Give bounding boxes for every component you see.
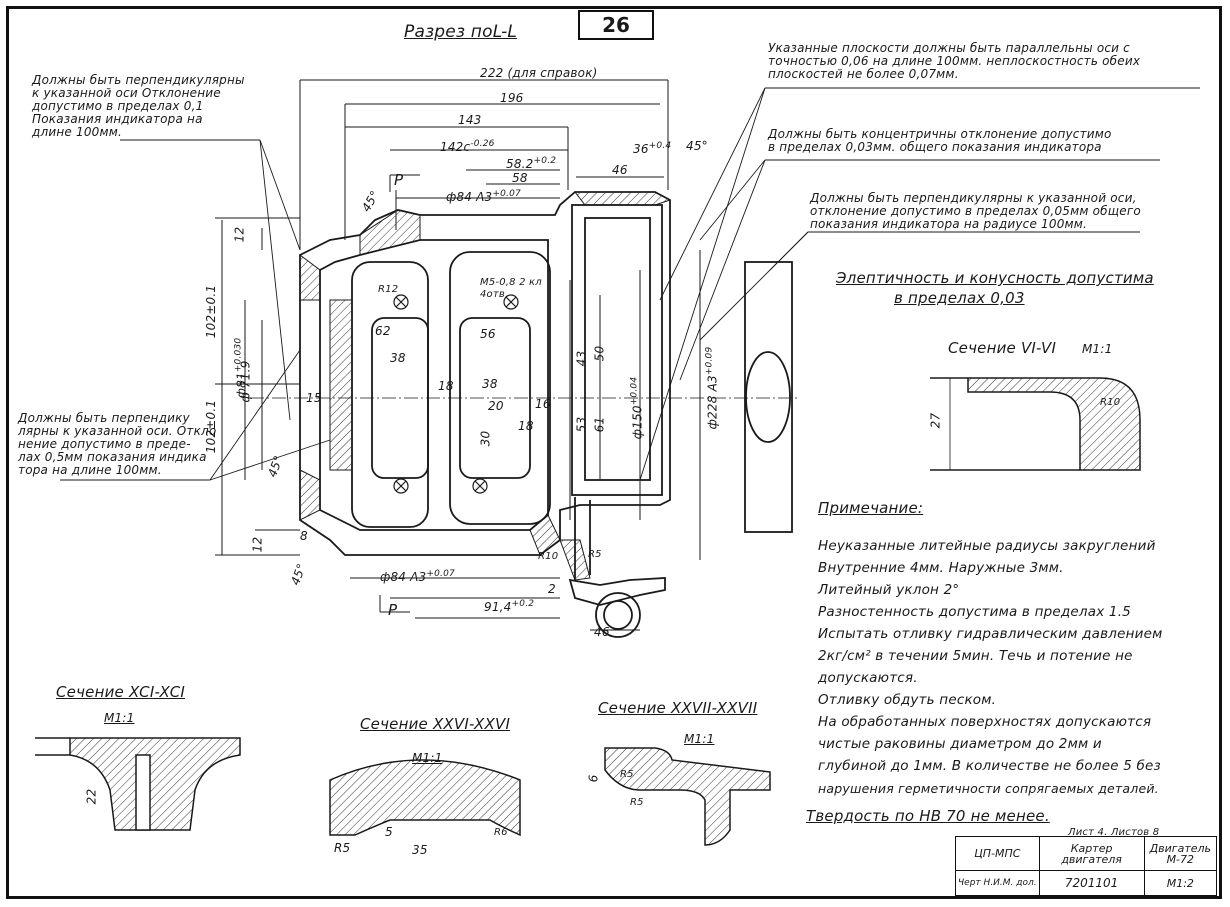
dim-16: 16: [535, 397, 551, 411]
section-vi-scale: М1:1: [1082, 342, 1113, 356]
dim-62: 62: [375, 324, 391, 338]
section-xci-dim-22: 22: [84, 788, 99, 805]
title-block: ЦП-МПС Картер двигателя Двигатель М-72 Ч…: [955, 836, 1218, 896]
dim-d71-9: ф 71.9: [238, 360, 253, 403]
dim-143: 143: [458, 113, 482, 127]
dim-d84-top: ф84 А3+0.07: [446, 189, 521, 204]
note-line: На обработанных поверхностях допускаются: [818, 714, 1152, 730]
note-line: Отливку обдуть песком.: [818, 692, 997, 708]
dim-58: 58: [512, 171, 528, 185]
section-xxvii-dim-6: 6: [586, 774, 601, 783]
dim-46-top: 46: [612, 163, 628, 177]
section-xxvi-title: Сечение XXVI-XXVI: [360, 715, 511, 733]
angle-45-top: 45°: [686, 139, 708, 153]
note-perpendicular-right: Должны быть перпендикулярны к указанной …: [810, 191, 1141, 231]
dim-30: 30: [478, 430, 493, 447]
dim-38-b: 38: [482, 377, 498, 391]
dim-20: 20: [488, 399, 504, 413]
section-vi-radius: R10: [1100, 397, 1121, 408]
dim-8: 8: [300, 529, 308, 543]
note-perpendicular-top-left: Должны быть перпендикулярны к указанной …: [32, 73, 245, 139]
section-xxvi-r5: R5: [334, 841, 351, 855]
note-line: Испытать отливку гидравлическим давление…: [818, 626, 1163, 642]
section-marker-top: Р: [394, 171, 404, 189]
dim-61: 61: [592, 416, 607, 433]
note-perpendicular-mid-left: Должны быть перпендику лярны к указанной…: [18, 411, 217, 477]
notes-heading: Примечание:: [818, 499, 924, 517]
callout-m5-thread: М5-0,8 2 кл: [480, 277, 542, 288]
note-parallel: Указанные плоскости должны быть параллел…: [768, 41, 1141, 81]
title-block-scale: М1:2: [1143, 870, 1218, 896]
dim-38-a: 38: [390, 351, 406, 365]
note-line: чистые раковины диаметром до 2мм и: [818, 736, 1102, 752]
section-xxvi-r6: R6: [494, 827, 508, 838]
note-line: глубиной до 1мм. В количестве не более 5…: [818, 758, 1161, 774]
dim-43: 43: [574, 350, 589, 367]
note-ellipticity-line2: в пределах 0,03: [894, 289, 1025, 307]
dim-102-top: 102±0.1: [204, 284, 219, 339]
dim-58-2: 58.2+0.2: [506, 156, 557, 171]
note-line: Внутренние 4мм. Наружные 3мм.: [818, 560, 1064, 576]
section-xxvii-r5-a: R5: [620, 769, 634, 780]
title-block-part: Картер двигателя: [1038, 836, 1145, 871]
main-view-title: Разрез поL-L: [404, 22, 518, 42]
section-xxvi-dim-5: 5: [385, 825, 393, 839]
note-ellipticity-line1: Элептичность и конусность допустима: [836, 269, 1154, 287]
section-xxvii-r5-b: R5: [630, 797, 644, 808]
dim-50: 50: [592, 345, 607, 362]
note-line: нарушения герметичности сопрягаемых дета…: [818, 781, 1159, 796]
note-line: Неуказанные литейные радиусы закруглений: [818, 538, 1156, 554]
dim-91-4: 91,4+0.2: [484, 599, 535, 614]
note-line: допускаются.: [818, 670, 918, 686]
sheet-count: Лист 4. Листов 8: [1068, 827, 1160, 838]
section-xxvi-dim-35: 35: [412, 843, 428, 857]
note-concentric: Должны быть концентричны отклонение допу…: [768, 127, 1112, 154]
dim-d150: ф150+0.04: [629, 376, 645, 440]
section-xxvii-title: Сечение XXVII-XXVII: [598, 699, 758, 717]
dim-2: 2: [548, 582, 556, 596]
dim-222: 222 (для справок): [480, 66, 598, 80]
sheet-number: 26: [578, 10, 654, 40]
section-vi-dim-27: 27: [928, 412, 943, 429]
callout-m5-count: 4отв.: [480, 289, 509, 300]
title-block-drawing-no: 7201101: [1038, 870, 1145, 896]
section-xci-title: Сечение XCI-XCI: [56, 683, 186, 701]
dim-142: 142с-0.26: [440, 139, 495, 154]
dim-46-bot: 46: [594, 625, 610, 639]
radius-r10: R10: [538, 551, 559, 562]
note-line: Литейный уклон 2°: [818, 582, 960, 598]
section-marker-bottom: Р: [388, 601, 398, 619]
dim-d84-bot: ф84 А3+0.07: [380, 569, 455, 584]
title-block-product: Двигатель М-72: [1143, 836, 1218, 871]
note-line: 2кг/см² в течении 5мин. Течь и потение н…: [818, 648, 1133, 664]
hardness-note: Твердость по НВ 70 не менее.: [806, 807, 1050, 825]
radius-r5: R5: [588, 549, 602, 560]
section-vi-title: Сечение VI-VI: [948, 339, 1057, 357]
notes-list: Неуказанные литейные радиусы закруглений…: [818, 538, 1218, 795]
dim-12-top: 12: [232, 226, 247, 243]
title-block-row-label: Черт Н.И.М. дол.: [955, 870, 1040, 896]
title-block-org: ЦП-МПС: [955, 836, 1040, 871]
section-xxvii-scale: М1:1: [684, 732, 715, 746]
dim-196: 196: [500, 91, 524, 105]
note-line: Разностенность допустима в пределах 1.5: [818, 604, 1131, 620]
dim-12-bot: 12: [250, 536, 265, 553]
drawing-sheet-border: [6, 6, 1222, 899]
section-xxvi-scale: М1:1: [412, 751, 443, 765]
dim-56: 56: [480, 327, 496, 341]
section-xci-scale: М1:1: [104, 711, 135, 725]
dim-15: 15: [306, 391, 322, 405]
dim-d228: ф228 А3+0.09: [704, 346, 720, 430]
dim-18-a: 18: [438, 379, 454, 393]
dim-18-b: 18: [518, 419, 534, 433]
dim-36: 36+0.4: [633, 141, 672, 156]
dim-53: 53: [574, 416, 589, 433]
radius-r12: R12: [378, 284, 399, 295]
